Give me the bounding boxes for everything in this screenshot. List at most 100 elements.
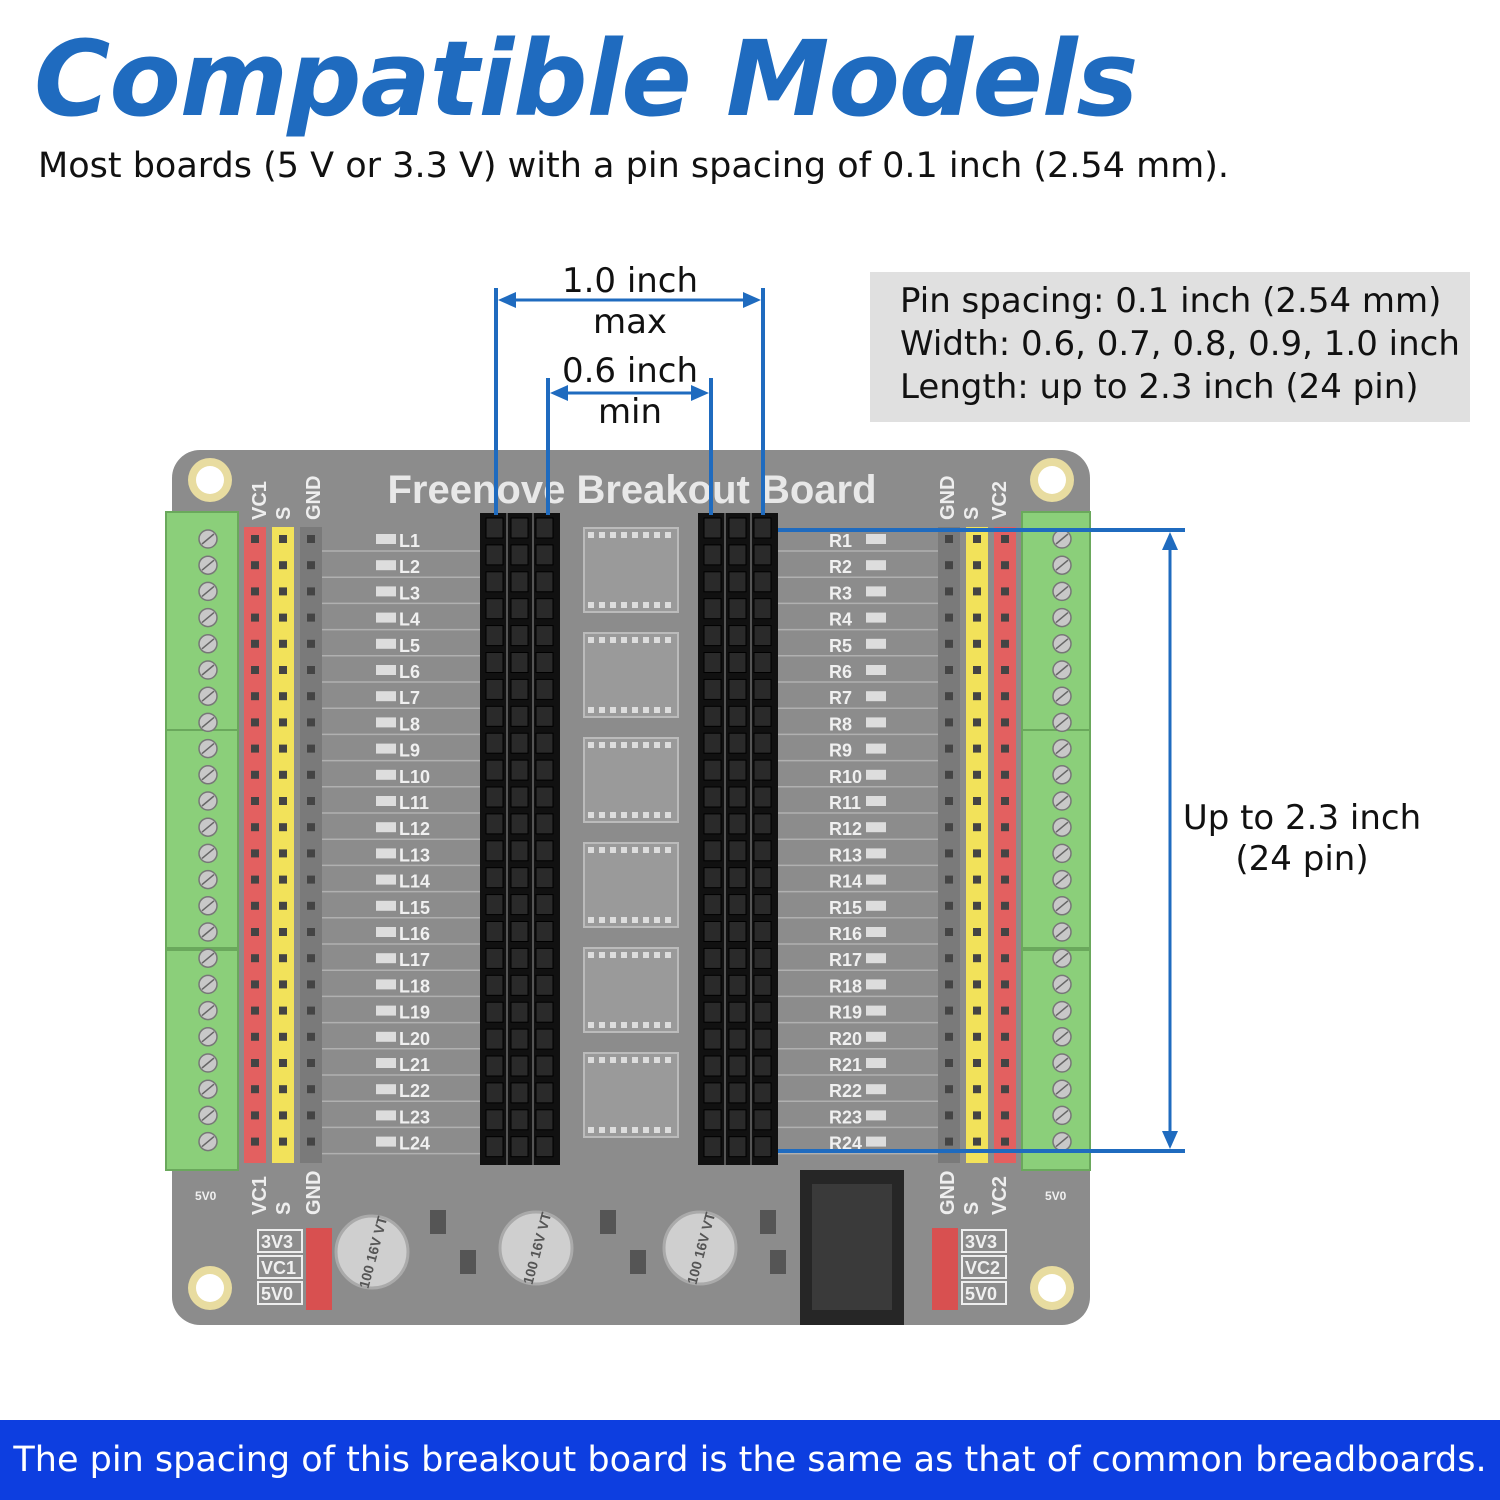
pin-label-left: L10 [399, 767, 430, 787]
pin-label-left: L16 [399, 924, 430, 944]
pin-label-right: R6 [829, 662, 852, 682]
smd-component [460, 1250, 476, 1274]
rail-label-left-top: GND [303, 476, 325, 520]
female-header-right [698, 513, 778, 1165]
rail-strip-s-right [966, 527, 988, 1163]
pin-label-left: L8 [399, 714, 420, 734]
ic-chip [583, 632, 679, 718]
length-label: Up to 2.3 inch (24 pin) [1182, 798, 1422, 879]
pin-label-right: R2 [829, 557, 852, 577]
pin-label-left: L2 [399, 557, 420, 577]
pin-label-right: R24 [829, 1134, 862, 1154]
pin-label-left: L21 [399, 1055, 430, 1075]
pin-label-left: L15 [399, 898, 430, 918]
electrolytic-capacitor [334, 1214, 410, 1290]
pin-label-right: R1 [829, 531, 852, 551]
rail-label-right-top: VC2 [989, 481, 1011, 520]
pin-label-right: R15 [829, 898, 862, 918]
electrolytic-capacitor [662, 1210, 738, 1286]
pin-label-right: R7 [829, 688, 852, 708]
ic-chip [583, 842, 679, 928]
terminal-blocks [165, 511, 1091, 1171]
dimension-arrows [494, 288, 1185, 1153]
board-title: Freenove Breakout Board [387, 468, 876, 512]
rail-label-right-top: GND [937, 476, 959, 520]
smd-component [770, 1250, 786, 1274]
ic-chip [583, 1052, 679, 1138]
pin-label-left: L23 [399, 1107, 430, 1127]
spec-pin-spacing: Pin spacing: 0.1 inch (2.54 mm) [900, 281, 1442, 321]
pin-label-left: L13 [399, 845, 430, 865]
pin-label-right: R19 [829, 1003, 862, 1023]
pin-label-right: R3 [829, 583, 852, 603]
pin-label-right: R11 [829, 793, 861, 813]
pin-label-left: L7 [399, 688, 420, 708]
rail-strip-gnd-right [938, 527, 960, 1163]
smd-component [630, 1250, 646, 1274]
rail-label-right-bottom: GND [937, 1171, 959, 1215]
spec-length: Length: up to 2.3 inch (24 pin) [900, 367, 1419, 407]
svg-text:3V3: 3V3 [261, 1232, 293, 1252]
pin-label-left: L17 [399, 950, 430, 970]
specs-box: Pin spacing: 0.1 inch (2.54 mm) Width: 0… [870, 272, 1470, 422]
pin-label-right: R22 [829, 1081, 862, 1101]
pin-label-right: R5 [829, 636, 852, 656]
pin-label-left: L24 [399, 1134, 430, 1154]
pin-label-left: L6 [399, 662, 420, 682]
pin-label-left: L12 [399, 819, 430, 839]
pin-label-left: L4 [399, 610, 420, 630]
mounting-holes [188, 458, 1074, 1310]
pin-label-right: R14 [829, 872, 862, 892]
pin-label-right: R12 [829, 819, 862, 839]
footer-banner: The pin spacing of this breakout board i… [0, 1420, 1500, 1500]
width-min-label: 0.6 inch min [561, 351, 699, 432]
page-title: Compatible Models [34, 18, 1138, 140]
pin-label-right: R21 [829, 1055, 862, 1075]
svg-text:5V0: 5V0 [965, 1284, 997, 1304]
ic-chip [583, 737, 679, 823]
svg-text:VC1: VC1 [261, 1258, 296, 1278]
spec-width: Width: 0.6, 0.7, 0.8, 0.9, 1.0 inch [900, 324, 1460, 364]
screw-terminal-block [1021, 729, 1091, 949]
ic-chip [583, 527, 679, 613]
smd-component [760, 1210, 776, 1234]
rail-label-left-top: VC1 [249, 481, 271, 520]
smd-component [600, 1210, 616, 1234]
pin-label-right: R20 [829, 1029, 862, 1049]
ic-chip [583, 947, 679, 1033]
page-subtitle: Most boards (5 V or 3.3 V) with a pin sp… [38, 146, 1230, 186]
rail-label-left-bottom: GND [303, 1171, 325, 1215]
pin-label-right: R17 [829, 950, 862, 970]
pin-label-left: L3 [399, 583, 420, 603]
rail-pins [244, 527, 1016, 1163]
pin-label-left: L14 [399, 872, 430, 892]
electrolytic-capacitor [498, 1210, 574, 1286]
rail-label-left-top: S [273, 507, 295, 520]
pin-label-right: R16 [829, 924, 862, 944]
pin-label-left: L22 [399, 1081, 430, 1101]
pin-label-left: L18 [399, 976, 430, 996]
smd-component [430, 1210, 446, 1234]
pin-label-right: R8 [829, 714, 852, 734]
rail-strip-vc2 [994, 527, 1016, 1163]
pin-label-left: L11 [399, 793, 429, 813]
svg-text:3V3: 3V3 [965, 1232, 997, 1252]
pin-label-right: R23 [829, 1107, 862, 1127]
pin-label-left: L9 [399, 741, 420, 761]
pin-label-left: L19 [399, 1003, 430, 1023]
rail-label-right-bottom: VC2 [989, 1176, 1011, 1215]
svg-text:5V0: 5V0 [261, 1284, 293, 1304]
center-chips [583, 527, 679, 1138]
jumper-5v0-label: 5V0 [1045, 1189, 1067, 1203]
screw-terminal-block [165, 729, 239, 949]
pin-label-right: R10 [829, 767, 862, 787]
rail-label-left-bottom: S [273, 1202, 295, 1215]
rail-label-left-bottom: VC1 [249, 1176, 271, 1215]
rail-label-right-bottom: S [961, 1202, 983, 1215]
